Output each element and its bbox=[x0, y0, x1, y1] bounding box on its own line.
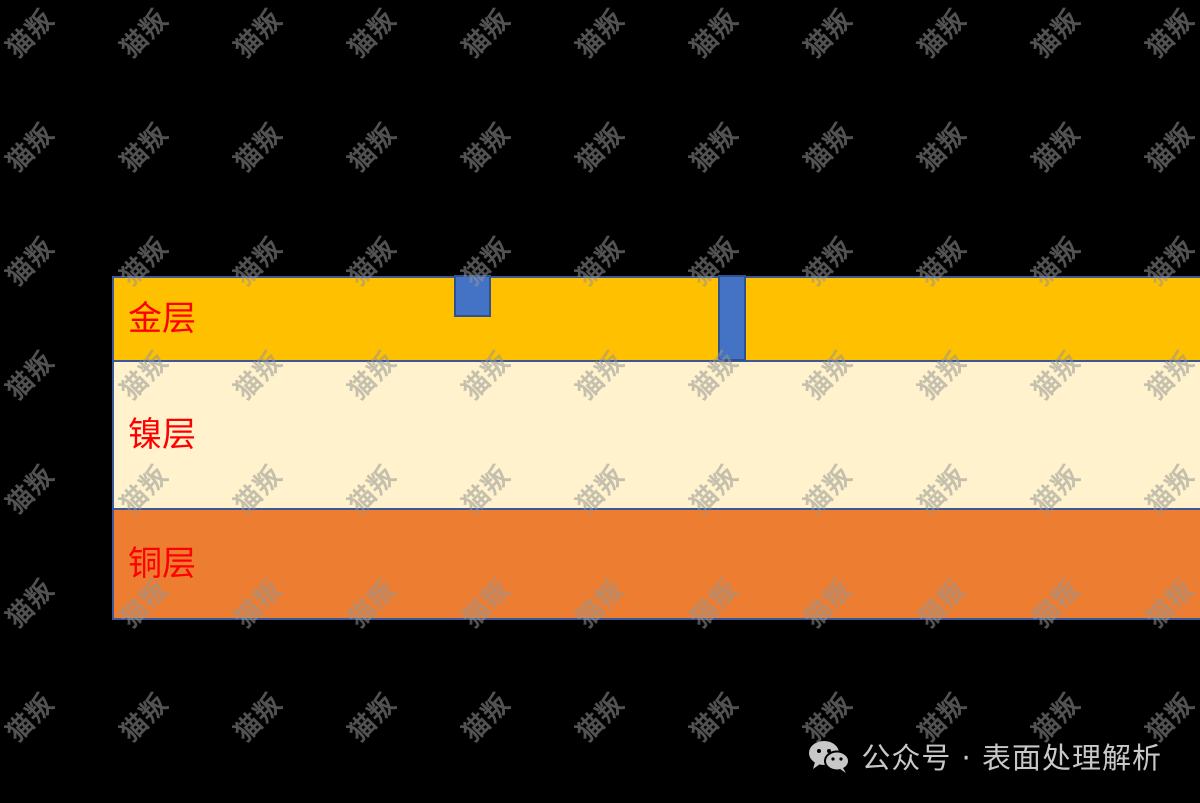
watermark-text: 猫叛 bbox=[1027, 118, 1087, 178]
watermark-text: 猫叛 bbox=[571, 688, 631, 748]
watermark-text: 猫叛 bbox=[1, 4, 61, 64]
watermark-text: 猫叛 bbox=[457, 4, 517, 64]
watermark-text: 猫叛 bbox=[1, 346, 61, 406]
gold-layer-label: 金层 bbox=[128, 299, 196, 339]
watermark-text: 猫叛 bbox=[913, 4, 973, 64]
watermark-text: 猫叛 bbox=[115, 118, 175, 178]
watermark-text: 猫叛 bbox=[343, 118, 403, 178]
copper-layer: 铜层 bbox=[112, 508, 1200, 620]
watermark-text: 猫叛 bbox=[1, 574, 61, 634]
watermark-text: 猫叛 bbox=[1141, 4, 1200, 64]
watermark-text: 猫叛 bbox=[685, 4, 745, 64]
watermark-text: 猫叛 bbox=[1, 688, 61, 748]
watermark-text: 猫叛 bbox=[913, 118, 973, 178]
watermark-text: 猫叛 bbox=[685, 688, 745, 748]
copper-layer-label: 铜层 bbox=[128, 544, 196, 584]
gold-layer-defect-through bbox=[718, 275, 746, 361]
source-footer: 公众号 · 表面处理解析 bbox=[807, 736, 1162, 776]
watermark-text: 猫叛 bbox=[799, 118, 859, 178]
gold-layer-defect-shallow bbox=[454, 275, 491, 317]
nickel-layer: 镍层 bbox=[112, 360, 1200, 510]
watermark-text: 猫叛 bbox=[229, 688, 289, 748]
watermark-text: 猫叛 bbox=[457, 688, 517, 748]
watermark-text: 猫叛 bbox=[1, 460, 61, 520]
watermark-text: 猫叛 bbox=[229, 4, 289, 64]
watermark-text: 猫叛 bbox=[343, 688, 403, 748]
watermark-text: 猫叛 bbox=[571, 4, 631, 64]
watermark-text: 猫叛 bbox=[457, 118, 517, 178]
watermark-text: 猫叛 bbox=[115, 4, 175, 64]
watermark-text: 猫叛 bbox=[799, 4, 859, 64]
nickel-layer-label: 镍层 bbox=[128, 415, 196, 455]
watermark-text: 猫叛 bbox=[343, 4, 403, 64]
watermark-text: 猫叛 bbox=[1, 118, 61, 178]
watermark-text: 猫叛 bbox=[1141, 118, 1200, 178]
footer-text: 公众号 · 表面处理解析 bbox=[861, 741, 1162, 775]
watermark-text: 猫叛 bbox=[1027, 4, 1087, 64]
watermark-text: 猫叛 bbox=[115, 688, 175, 748]
watermark-text: 猫叛 bbox=[229, 118, 289, 178]
wechat-icon bbox=[809, 741, 851, 773]
watermark-text: 猫叛 bbox=[685, 118, 745, 178]
gold-layer: 金层 bbox=[112, 276, 1200, 362]
watermark-text: 猫叛 bbox=[571, 118, 631, 178]
watermark-text: 猫叛 bbox=[1, 232, 61, 292]
